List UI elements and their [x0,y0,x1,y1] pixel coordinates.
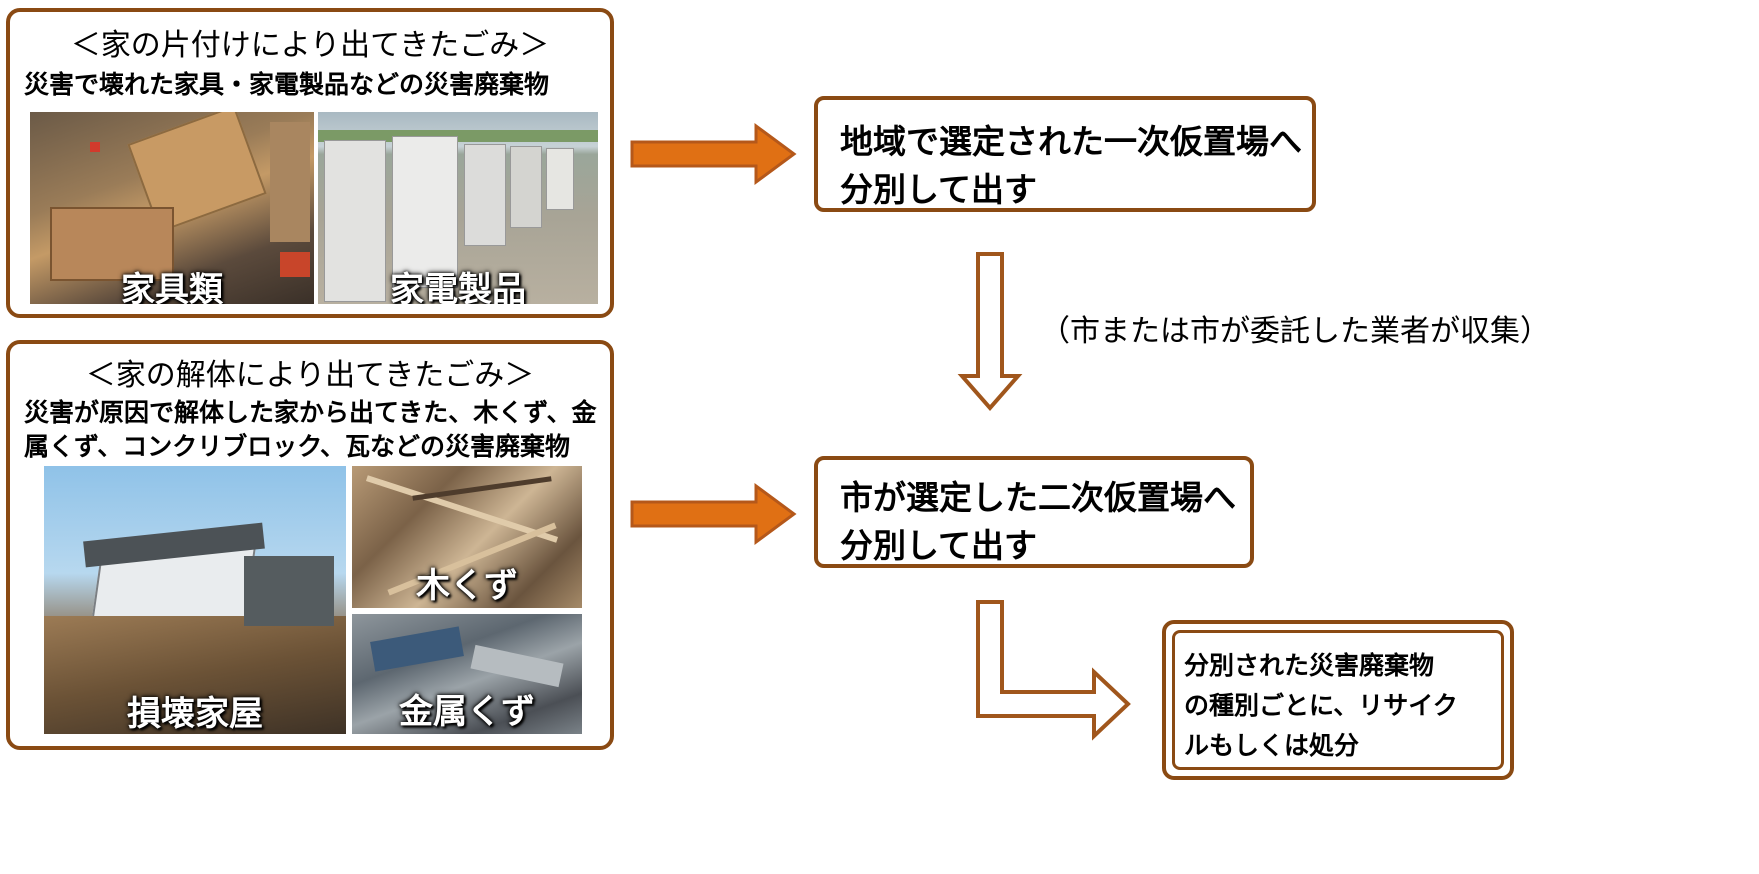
text-line: 地域で選定された一次仮置場へ [840,122,1302,161]
down-outline-arrow [957,252,1023,412]
photo-caption: 家電製品 [390,270,526,304]
box-description: 災害で壊れた家具・家電製品などの災害廃棄物 [24,70,550,99]
photo-caption: 損壊家屋 [127,694,263,734]
arrow-shape [630,483,797,545]
final-step-text: 分別された災害廃棄物 の種別ごとに、リサイク ルもしくは処分 [1184,646,1502,766]
final-box-inner-border [1172,630,1504,770]
furniture-photo: 家具類 [30,112,314,304]
box-title: ＜家の片付けにより出てきたごみ＞ [70,28,550,63]
arrow-shape [630,123,797,185]
arrow-shape [957,252,1023,412]
orange-right-arrow-top [630,123,797,185]
photo-caption: 木くず [416,566,518,606]
metal-scraps-photo: 金属くず [352,614,582,734]
appliances-photo: 家電製品 [318,112,598,304]
primary-site-text: 地域で選定された一次仮置場へ 分別して出す [840,118,1302,214]
photo-caption: 金属くず [399,692,535,732]
wood-scraps-photo: 木くず [352,466,582,608]
box-description-line: 災害が原因で解体した家から出てきた、木くず、金 [24,398,597,427]
text-line: の種別ごとに、リサイク [1184,691,1458,720]
text-line: 市が選定した二次仮置場へ [840,478,1236,517]
secondary-site-text: 市が選定した二次仮置場へ 分別して出す [840,474,1240,570]
text-line: 分別された災害廃棄物 [1184,651,1435,680]
box-description-line: 属くず、コンクリブロック、瓦などの災害廃棄物 [24,432,571,461]
secondary-temp-site-box: 市が選定した二次仮置場へ 分別して出す [814,456,1254,568]
box-title: ＜家の解体により出てきたごみ＞ [85,358,535,393]
text-line: 分別して出す [840,170,1038,209]
collection-note: （市または市が委託した業者が収集） [1040,314,1550,349]
household-cleanup-waste-box: ＜家の片付けにより出てきたごみ＞ 災害で壊れた家具・家電製品などの災害廃棄物 家… [6,8,614,318]
text-line: 分別して出す [840,526,1038,565]
demolition-waste-box: ＜家の解体により出てきたごみ＞ 災害が原因で解体した家から出てきた、木くず、金 … [6,340,614,750]
primary-temp-site-box: 地域で選定された一次仮置場へ 分別して出す [814,96,1316,212]
damaged-house-photo: 損壊家屋 [44,466,346,734]
text-line: ルもしくは処分 [1184,731,1360,760]
photo-caption: 家具類 [121,270,223,304]
l-shaped-outline-arrow [976,600,1131,741]
orange-right-arrow-bottom [630,483,797,545]
arrow-shape [976,600,1131,741]
final-disposal-box: 分別された災害廃棄物 の種別ごとに、リサイク ルもしくは処分 [1162,620,1514,780]
